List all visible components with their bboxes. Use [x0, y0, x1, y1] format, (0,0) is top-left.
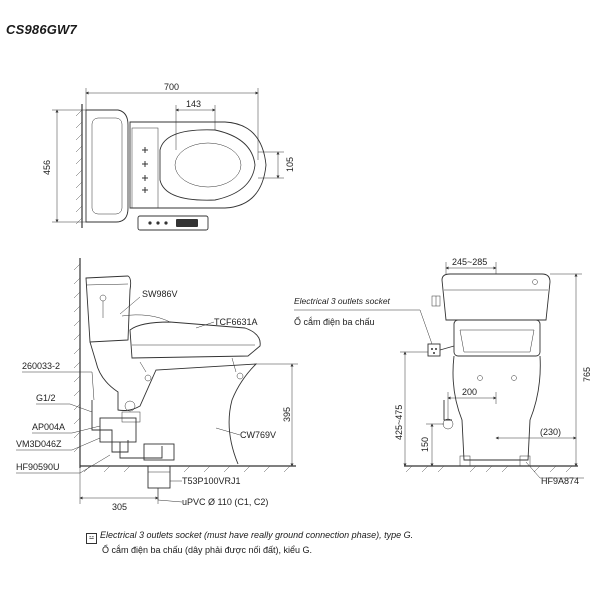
- outlet-icon: ⚍: [86, 533, 97, 544]
- dim-245-285: 245~285: [452, 257, 487, 267]
- label-upvc: uPVC Ø 110 (C1, C2): [182, 497, 268, 507]
- outlet-label-en: Electrical 3 outlets socket: [294, 296, 391, 306]
- label-hf9a874: HF9A874: [541, 476, 579, 486]
- dim-150: 150: [420, 437, 430, 452]
- label-260033: 260033-2: [22, 361, 60, 371]
- dim-395: 395: [282, 407, 292, 422]
- top-view: 700 143 456 105: [42, 82, 295, 231]
- dim-230: (230): [540, 427, 561, 437]
- dim-456: 456: [42, 160, 52, 175]
- dim-700: 700: [164, 82, 179, 92]
- dim-425-475: 425~475: [394, 405, 404, 440]
- footnote: ⚍Electrical 3 outlets socket (must have …: [86, 529, 413, 557]
- label-g12: G1/2: [36, 393, 56, 403]
- dim-305: 305: [112, 502, 127, 512]
- dim-200: 200: [462, 387, 477, 397]
- label-ap004a: AP004A: [32, 422, 65, 432]
- label-flange: TCF6631A: [214, 317, 258, 327]
- dim-105: 105: [285, 157, 295, 172]
- footnote-line-1: Electrical 3 outlets socket (must have r…: [100, 530, 414, 540]
- footnote-line-2: Ổ cắm điện ba chấu (dây phải được nối đấ…: [102, 545, 313, 555]
- label-seat: SW986V: [142, 289, 178, 299]
- front-view: Electrical 3 outlets socket Ổ cắm điện b…: [294, 257, 592, 486]
- outlet-label-vi: Ổ cắm điện ba chấu: [294, 316, 375, 327]
- side-view: SW986V TCF6631A 260033-2 G1/2 AP004A VM3…: [16, 258, 298, 512]
- dim-143: 143: [186, 99, 201, 109]
- label-t53p100vrj1: T53P100VRJ1: [182, 476, 241, 486]
- label-bowl: CW769V: [240, 430, 276, 440]
- label-hf90590u: HF90590U: [16, 462, 60, 472]
- label-vm3d046z: VM3D046Z: [16, 439, 62, 449]
- model-title: CS986GW7: [6, 22, 77, 37]
- dim-765: 765: [582, 367, 592, 382]
